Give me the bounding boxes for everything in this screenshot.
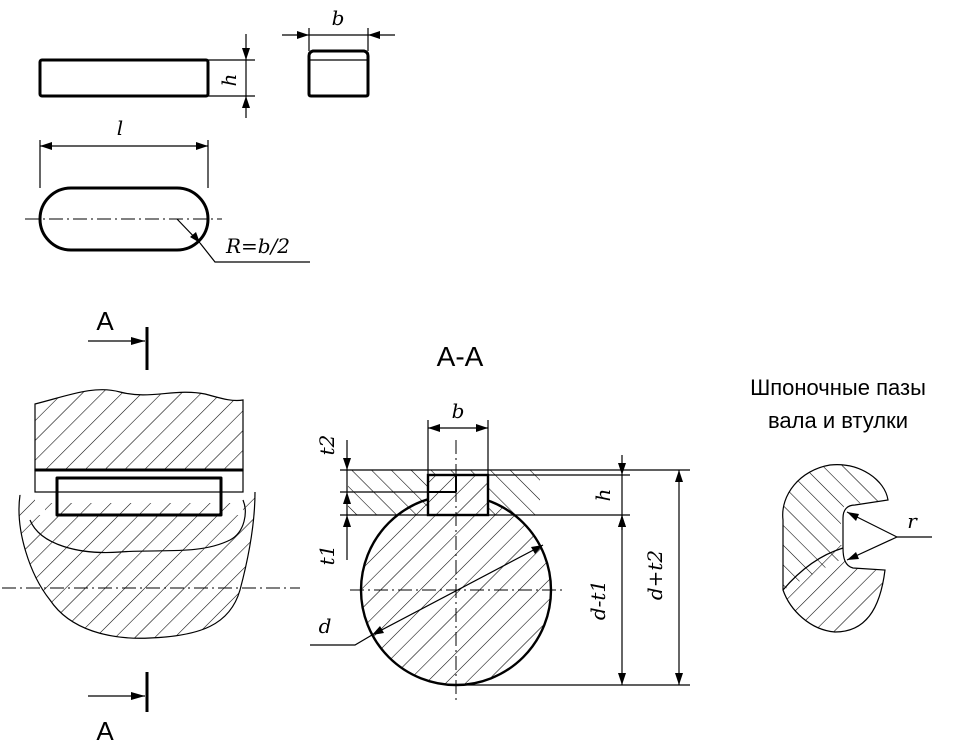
cross-section-aa: A-A b t2 t1 [310,341,690,700]
key-side-view: b [282,6,395,98]
key-front-view: h [38,34,255,118]
key-front-outline [38,58,210,98]
t1-label: t1 [315,545,339,566]
key-top-outline [38,186,210,252]
r-label: r [907,509,918,533]
hub-detail-section [782,464,888,590]
l-dimension-label: l [117,116,123,140]
d-plus-t2-label: d+t2 [643,550,667,600]
caption-line-1: Шпоночные пазы [750,375,926,400]
d-minus-t1-label: d-t1 [586,580,610,620]
key-side-outline [307,49,370,98]
d-label: d [319,614,332,638]
t2-label: t2 [315,435,339,456]
b-dimension-label: b [332,6,345,30]
shaft-lower-section [19,492,255,639]
h-section-label: h [591,489,615,502]
b-section-label: b [452,399,465,423]
section-marker-bottom: A [96,716,114,746]
shaft-detail-section [783,545,885,632]
h-dimension-label: h [217,74,241,87]
radius-label: R=b/2 [225,234,290,258]
longitudinal-section: A A [2,306,300,746]
key-top-view: l R=b/2 [25,116,310,263]
section-marker-top: A [96,306,114,336]
section-title: A-A [437,341,484,372]
keyway-detail: Шпоночные пазы вала и втулки r [750,375,932,633]
hub-section [35,389,243,470]
caption-line-2: вала и втулки [768,408,908,433]
